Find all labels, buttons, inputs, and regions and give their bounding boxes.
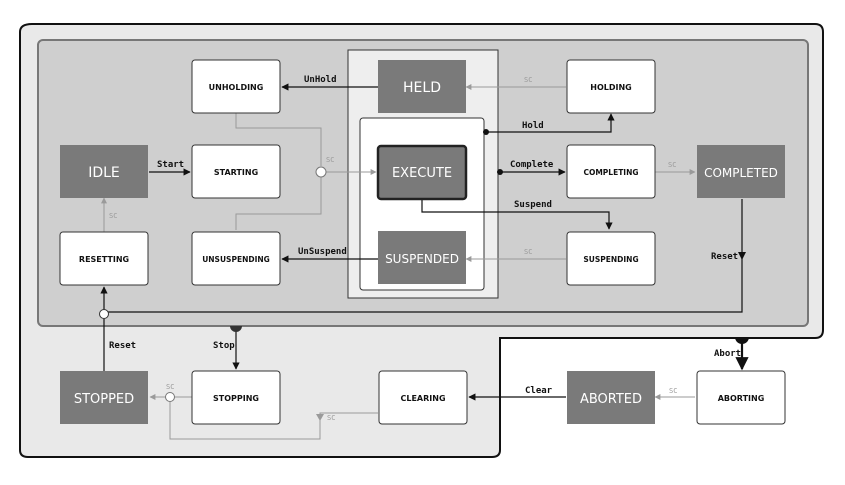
state-completed-label: COMPLETED — [704, 166, 778, 180]
state-unsuspending-label: UNSUSPENDING — [202, 255, 270, 264]
state-idle-box — [60, 145, 148, 198]
label-sc-holding-held: SC — [524, 76, 532, 84]
label-sc-aborting-aborted: SC — [669, 387, 677, 395]
reset-junction-node — [99, 309, 109, 319]
label-clear: Clear — [525, 386, 553, 396]
label-start: Start — [157, 160, 184, 170]
label-abort: Abort — [714, 349, 741, 359]
state-execute-label: EXECUTE — [392, 166, 452, 181]
state-holding-label: HOLDING — [590, 83, 631, 92]
state-stopping-label: STOPPING — [213, 394, 259, 403]
state-starting-label: STARTING — [214, 168, 258, 177]
sc-unsuspending-execute-line — [235, 177, 322, 230]
label-sc-junction: SC — [326, 156, 334, 164]
label-suspend: Suspend — [514, 200, 552, 210]
label-sc-completing-completed: SC — [668, 161, 676, 169]
state-resetting-box — [59, 231, 149, 286]
label-hold: Hold — [522, 121, 544, 131]
hold-arrow — [486, 113, 615, 133]
label-unhold: UnHold — [304, 75, 337, 85]
label-reset-bottom: Reset — [109, 341, 136, 351]
state-stopping-box — [191, 370, 281, 425]
sc-clearing-arrowhead — [316, 414, 324, 421]
state-idle-label: IDLE — [88, 165, 120, 181]
state-clearing-label: CLEARING — [400, 394, 445, 403]
state-aborting-box — [696, 370, 786, 425]
suspend-arrow — [421, 199, 613, 230]
state-suspending-box — [566, 231, 656, 286]
state-execute-box — [376, 144, 468, 201]
state-held-box — [378, 60, 466, 113]
label-stop: Stop — [213, 341, 235, 351]
sc-unholding-execute-line — [235, 113, 322, 166]
reset-direction-arrowhead — [738, 252, 746, 260]
state-clearing-box — [378, 370, 468, 425]
state-completing-box — [566, 144, 656, 199]
sc-stopped-junction-node — [165, 392, 175, 402]
state-stopped-box — [60, 371, 148, 424]
sc-clearing-loop-line — [169, 402, 378, 440]
state-resetting-label: RESETTING — [79, 255, 129, 264]
hold-origin-dot — [483, 129, 489, 135]
complete-origin-dot — [497, 169, 503, 175]
label-sc-stopping-stopped: SC — [166, 383, 174, 391]
label-complete: Complete — [510, 160, 554, 170]
state-unholding-label: UNHOLDING — [209, 83, 264, 92]
state-held-label: HELD — [403, 80, 441, 96]
state-holding-box — [566, 59, 656, 114]
state-suspended-label: SUSPENDED — [385, 252, 459, 266]
state-suspending-label: SUSPENDING — [583, 255, 638, 264]
abort-origin-semicircle — [735, 337, 749, 344]
label-reset-top: Reset — [711, 252, 738, 262]
label-sc-clearing: SC — [327, 414, 335, 422]
state-unholding-box — [191, 59, 281, 114]
sc-junction-node — [315, 166, 327, 178]
state-aborting-label: ABORTING — [718, 394, 765, 403]
state-completed-box — [697, 145, 785, 198]
state-suspended-box — [378, 231, 466, 284]
state-aborted-box — [567, 371, 655, 424]
stop-origin-semicircle — [230, 326, 242, 332]
state-unsuspending-box — [191, 231, 281, 286]
state-stopped-label: STOPPED — [74, 392, 134, 407]
label-unsuspend: UnSuspend — [298, 247, 347, 257]
state-starting-box — [191, 144, 281, 199]
label-sc-suspending-suspended: SC — [524, 248, 532, 256]
state-completing-label: COMPLETING — [583, 168, 638, 177]
state-aborted-label: ABORTED — [580, 392, 642, 407]
reset-completed-line — [104, 199, 743, 313]
label-sc-resetting-idle: SC — [109, 212, 117, 220]
